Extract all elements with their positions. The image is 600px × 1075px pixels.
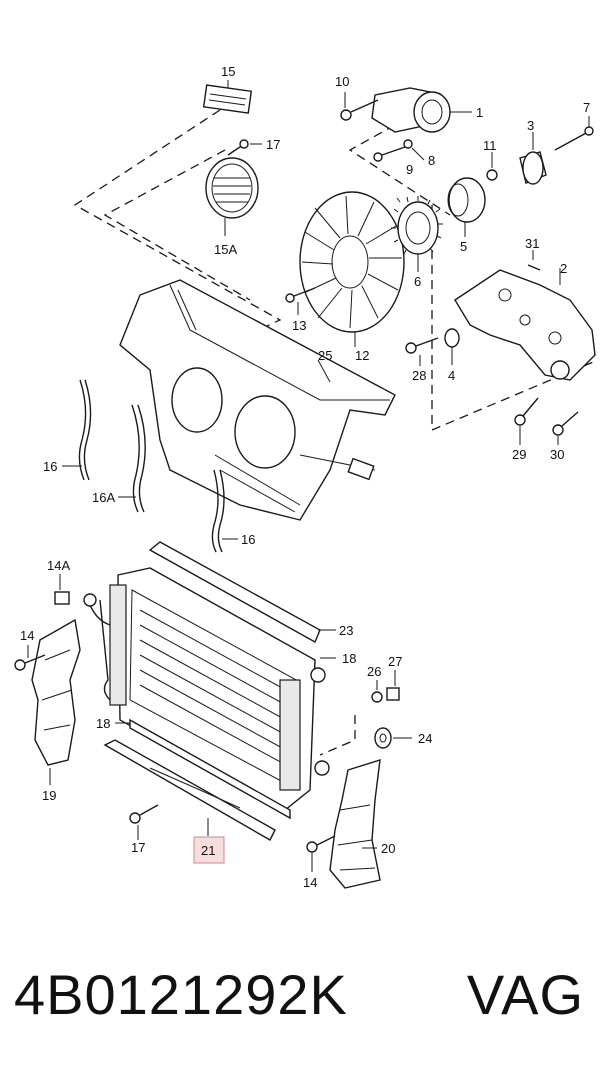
part-15-grille-plate[interactable] — [202, 80, 253, 114]
part-5-pulley[interactable] — [447, 177, 486, 237]
part-2-bracket[interactable] — [454, 268, 596, 381]
label-26: 26 — [367, 664, 381, 679]
part-11-nut[interactable] — [486, 152, 498, 181]
label-31: 31 — [525, 236, 539, 251]
label-14-left: 14 — [20, 628, 34, 643]
part-18-strip-lower[interactable] — [115, 718, 291, 820]
exploded-parts-diagram: 15 17 15A 10 1 7 3 11 8 9 5 31 2 6 13 12… — [14, 64, 599, 890]
part-8-washer[interactable] — [403, 139, 425, 161]
label-18-bottom: 18 — [96, 716, 110, 731]
part-30-bolt[interactable] — [552, 411, 579, 445]
part-16A-seal[interactable] — [118, 404, 146, 513]
label-7: 7 — [583, 100, 590, 115]
label-6: 6 — [414, 274, 421, 289]
part-4-grommet[interactable] — [444, 328, 460, 365]
label-24: 24 — [418, 731, 432, 746]
part-25-lock-carrier[interactable] — [119, 279, 396, 521]
part-27-nut[interactable] — [386, 670, 400, 701]
label-14A: 14A — [47, 558, 70, 573]
part-28-bolt[interactable] — [405, 337, 439, 366]
label-18-top: 18 — [342, 651, 356, 666]
brand-name: VAG — [466, 963, 584, 1026]
label-16A: 16A — [92, 490, 115, 505]
part-17-screw-bottom[interactable] — [129, 804, 159, 840]
label-11: 11 — [483, 138, 497, 153]
part-14-bolt-right[interactable] — [306, 835, 336, 872]
label-16-left: 16 — [43, 459, 57, 474]
label-28: 28 — [412, 368, 426, 383]
label-27: 27 — [388, 654, 402, 669]
label-12: 12 — [355, 348, 369, 363]
label-15: 15 — [221, 64, 235, 79]
label-5: 5 — [460, 239, 467, 254]
part-14-bolt-left[interactable] — [14, 645, 46, 671]
part-16-seal-right[interactable] — [211, 469, 238, 553]
part-24-rubber-mount[interactable] — [374, 727, 412, 749]
part-19-air-duct-left[interactable] — [31, 618, 81, 785]
part-16-seal-left[interactable] — [62, 379, 92, 481]
label-17-bottom: 17 — [131, 840, 145, 855]
part-7-bolt[interactable] — [554, 116, 594, 151]
label-14-right: 14 — [303, 875, 317, 890]
label-25: 25 — [318, 348, 332, 363]
label-2: 2 — [560, 261, 567, 276]
label-30: 30 — [550, 447, 564, 462]
label-17-top: 17 — [266, 137, 280, 152]
part-number: 4B0121292K — [14, 963, 348, 1026]
part-17-screw-top[interactable] — [227, 139, 262, 156]
label-13: 13 — [292, 318, 306, 333]
label-4: 4 — [448, 368, 455, 383]
label-10: 10 — [335, 74, 349, 89]
part-15A-round-grille[interactable] — [205, 157, 259, 236]
part-23-air-guide-top[interactable] — [148, 541, 336, 643]
part-6-viscous-clutch[interactable] — [391, 196, 443, 272]
label-21: 21 — [201, 843, 215, 858]
label-29: 29 — [512, 447, 526, 462]
part-10-bolt[interactable] — [340, 92, 379, 121]
assembly-dashed-lines — [73, 109, 599, 756]
label-23: 23 — [339, 623, 353, 638]
part-31-pin[interactable] — [527, 250, 541, 271]
footer: 4B0121292K VAG — [0, 955, 600, 1035]
part-1-tensioner-pulley[interactable] — [371, 87, 472, 133]
highlight-box-21 — [193, 836, 225, 864]
part-20-air-duct-right[interactable] — [329, 759, 381, 889]
part-9-bolt[interactable] — [373, 146, 406, 162]
label-20: 20 — [381, 841, 395, 856]
label-8: 8 — [428, 153, 435, 168]
radiator-condenser-assembly[interactable] — [83, 567, 336, 811]
part-14A-clip[interactable] — [54, 574, 70, 605]
label-3: 3 — [527, 118, 534, 133]
label-1: 1 — [476, 105, 483, 120]
part-13-screw[interactable] — [285, 287, 316, 315]
label-15A: 15A — [214, 242, 237, 257]
part-21-air-guide-lower[interactable] — [103, 739, 276, 841]
label-19: 19 — [42, 788, 56, 803]
part-26-washer[interactable] — [371, 680, 383, 703]
part-29-bolt[interactable] — [514, 397, 539, 445]
label-9: 9 — [406, 162, 413, 177]
part-labels: 15 17 15A 10 1 7 3 11 8 9 5 31 2 6 13 12… — [20, 64, 590, 890]
part-12-fan[interactable] — [299, 191, 405, 347]
part-3-bushing[interactable] — [519, 132, 547, 185]
label-16-right: 16 — [241, 532, 255, 547]
